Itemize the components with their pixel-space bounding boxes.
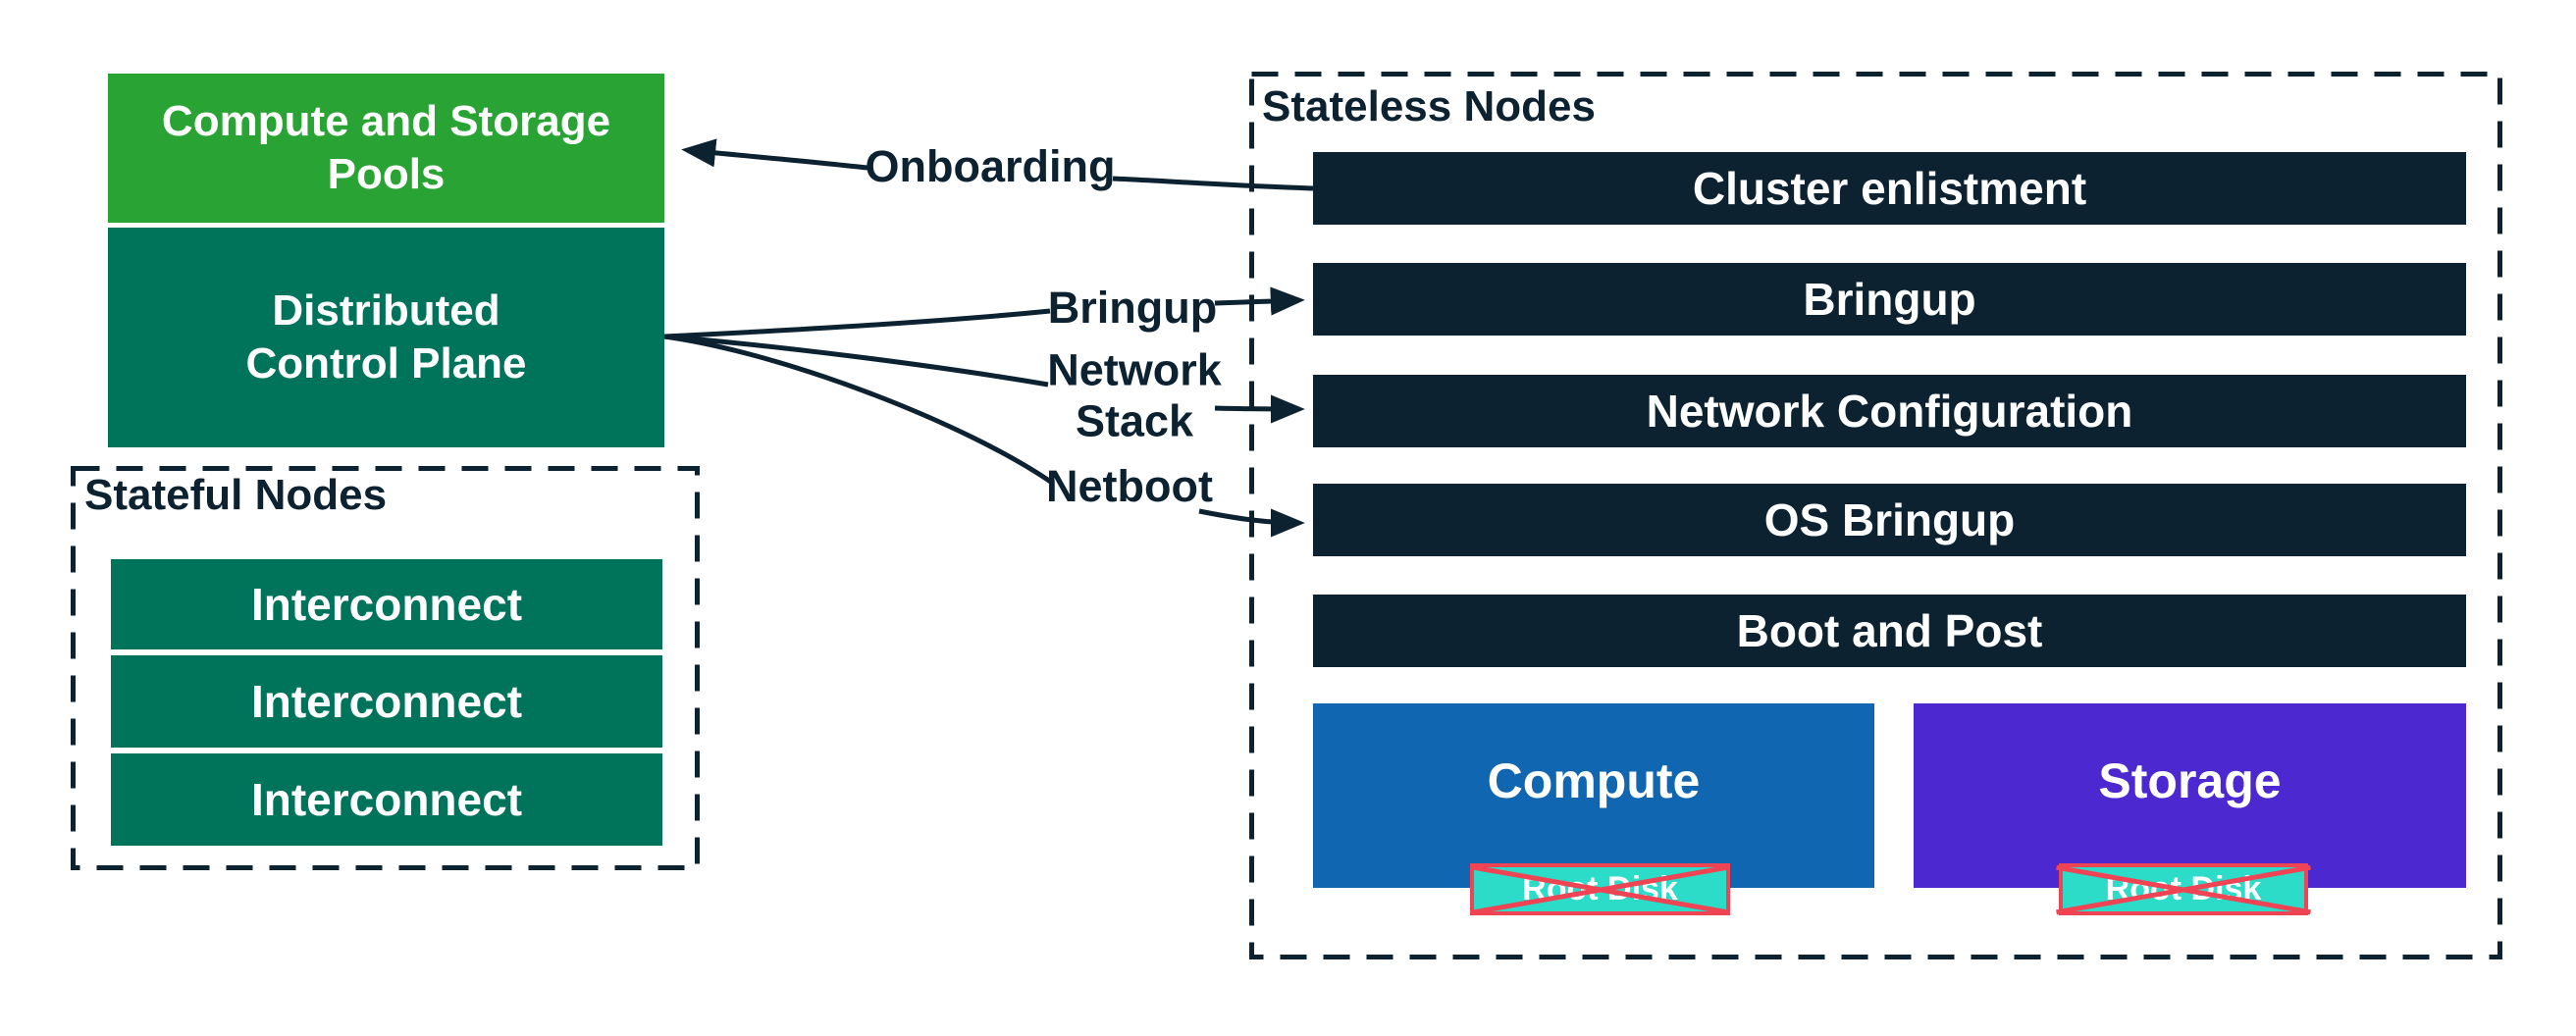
interconnect-box-2: Interconnect [111, 655, 662, 748]
network-configuration-bar: Network Configuration [1313, 375, 2466, 447]
storage-label: Storage [2098, 752, 2282, 808]
interconnect-box-1: Interconnect [111, 559, 662, 649]
pools-label-line1: Compute and Storage [161, 97, 611, 146]
compute-label: Compute [1487, 752, 1701, 808]
cluster-enlistment-bar: Cluster enlistment [1313, 152, 2466, 225]
storage-root-disk-badge: Root Disk [2056, 863, 2311, 915]
storage-box: Storage [1914, 703, 2466, 888]
netboot-label: Netboot [1046, 461, 1213, 512]
network-stack-fan-wire [663, 334, 1049, 388]
compute-box: Compute [1313, 703, 1874, 888]
network-stack-label: Network Stack [1047, 344, 1222, 446]
control-plane-label-line2: Control Plane [245, 339, 527, 388]
stateless-nodes-border [1249, 72, 2502, 959]
onboarding-arrow [681, 138, 868, 171]
netboot-arrow [1198, 508, 1305, 538]
control-plane-label-line1: Distributed [272, 286, 500, 336]
compute-root-disk-badge: Root Disk [1470, 863, 1730, 915]
stateful-nodes-title: Stateful Nodes [84, 471, 388, 519]
network-stack-arrow [1214, 394, 1305, 424]
network-stack-label-line2: Stack [1075, 395, 1194, 445]
boot-and-post-bar: Boot and Post [1313, 595, 2466, 667]
compute-storage-pools-box: Compute and Storage Pools [108, 74, 664, 223]
bringup-bar: Bringup [1313, 263, 2466, 336]
stateful-nodes-border [71, 466, 700, 870]
onboarding-label: Onboarding [865, 141, 1116, 192]
stateless-nodes-title: Stateless Nodes [1262, 82, 1596, 130]
netboot-fan-wire [663, 334, 1054, 486]
interconnect-box-3: Interconnect [111, 753, 662, 846]
pools-label-line2: Pools [327, 150, 446, 198]
bringup-label: Bringup [1047, 283, 1218, 334]
distributed-control-plane-box: Distributed Control Plane [108, 228, 664, 447]
network-stack-label-line1: Network [1047, 344, 1222, 395]
bringup-fan-wire [663, 308, 1051, 339]
onboarding-wire-right [1112, 176, 1314, 191]
bringup-arrow [1214, 286, 1305, 316]
os-bringup-bar: OS Bringup [1313, 484, 2466, 556]
